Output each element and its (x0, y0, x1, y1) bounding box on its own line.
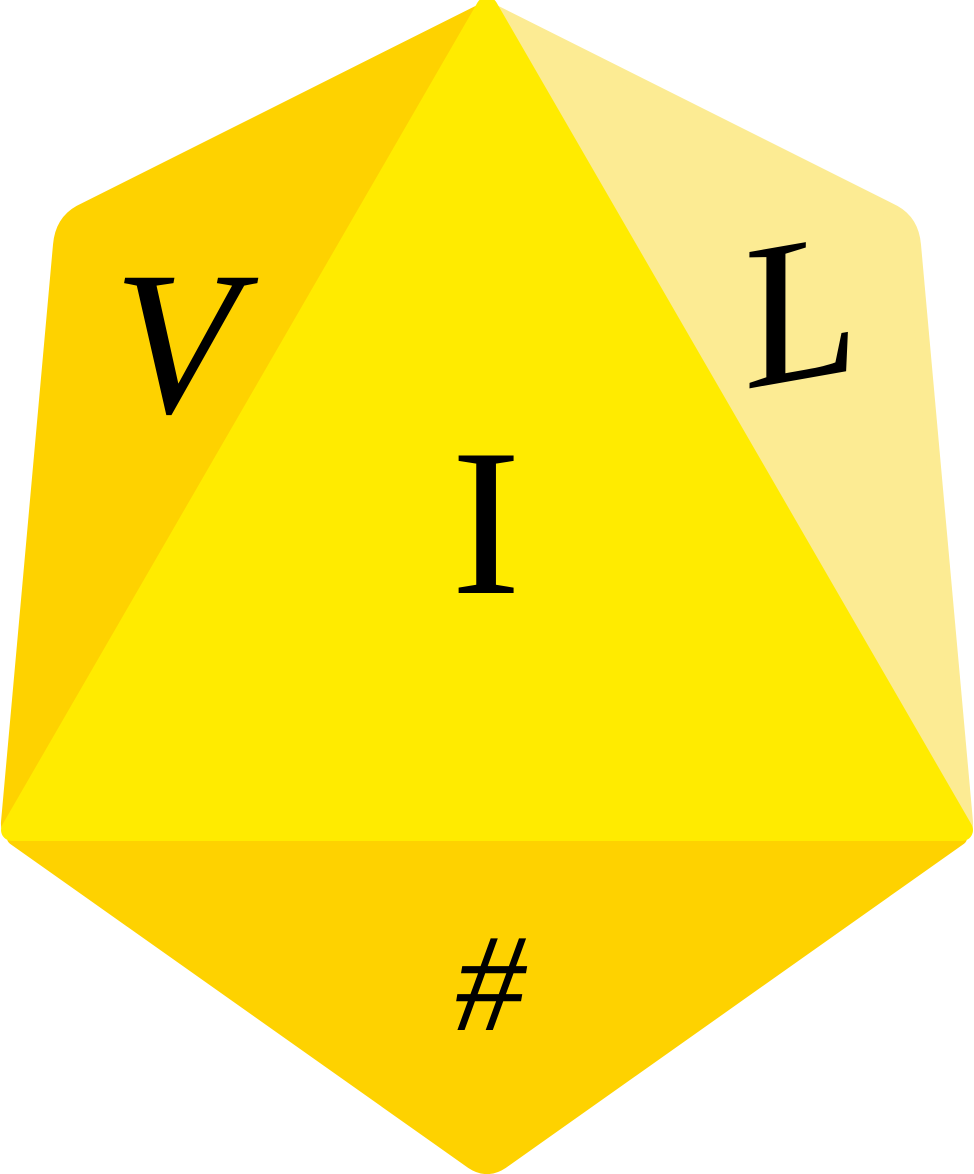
left-face-label: V (113, 230, 258, 457)
die-face-bottom (7, 831, 967, 1174)
bottom-face-label: # (455, 906, 528, 1061)
die-face-front (1, 0, 973, 841)
front-face-label: I (451, 407, 521, 639)
